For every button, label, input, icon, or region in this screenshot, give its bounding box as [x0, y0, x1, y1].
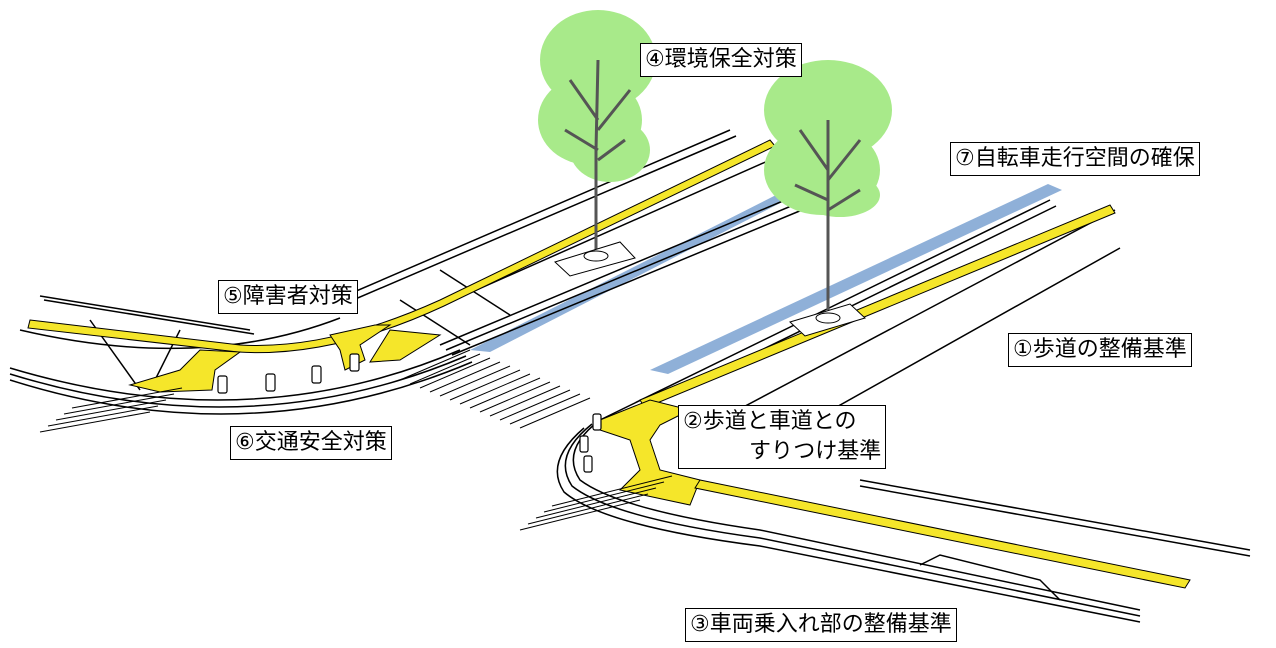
bollard-icon: [349, 353, 360, 372]
label-transition-line1: ②歩道と車道との: [683, 409, 857, 434]
bicycle-lane-lower: [650, 184, 1062, 374]
label-transition-line2: すりつけ基準: [749, 439, 882, 464]
tree-icon: [538, 10, 656, 277]
crosswalk-stripes-left: [39, 387, 183, 433]
crosswalk-stripes-middle: [399, 349, 591, 429]
bollard-icon: [217, 375, 228, 394]
bollards-lower: [579, 413, 602, 473]
tactile-paving-upper: [27, 139, 776, 393]
label-sidewalk-standard: ①歩道の整備基準: [1008, 333, 1192, 367]
bollard-icon: [265, 373, 276, 392]
bollard-icon: [579, 435, 589, 453]
label-transition: ②歩道と車道との すりつけ基準: [678, 405, 887, 469]
bollard-icon: [583, 455, 593, 473]
label-environment: ④環境保全対策: [640, 43, 802, 77]
label-bicycle-space: ⑦自転車走行空間の確保: [950, 142, 1200, 176]
label-vehicle-entrance: ③車両乗入れ部の整備基準: [685, 608, 957, 642]
tree-icon: [764, 60, 892, 337]
crosswalk-stripes-lower: [519, 475, 673, 531]
bollard-icon: [592, 413, 602, 431]
bollard-icon: [311, 365, 322, 384]
label-accessibility: ⑤障害者対策: [218, 280, 358, 314]
label-traffic-safety: ⑥交通安全対策: [230, 426, 392, 460]
tactile-paving-lower: [599, 204, 1191, 589]
upper-road-lines: [9, 129, 803, 415]
bollards-upper: [217, 353, 360, 394]
